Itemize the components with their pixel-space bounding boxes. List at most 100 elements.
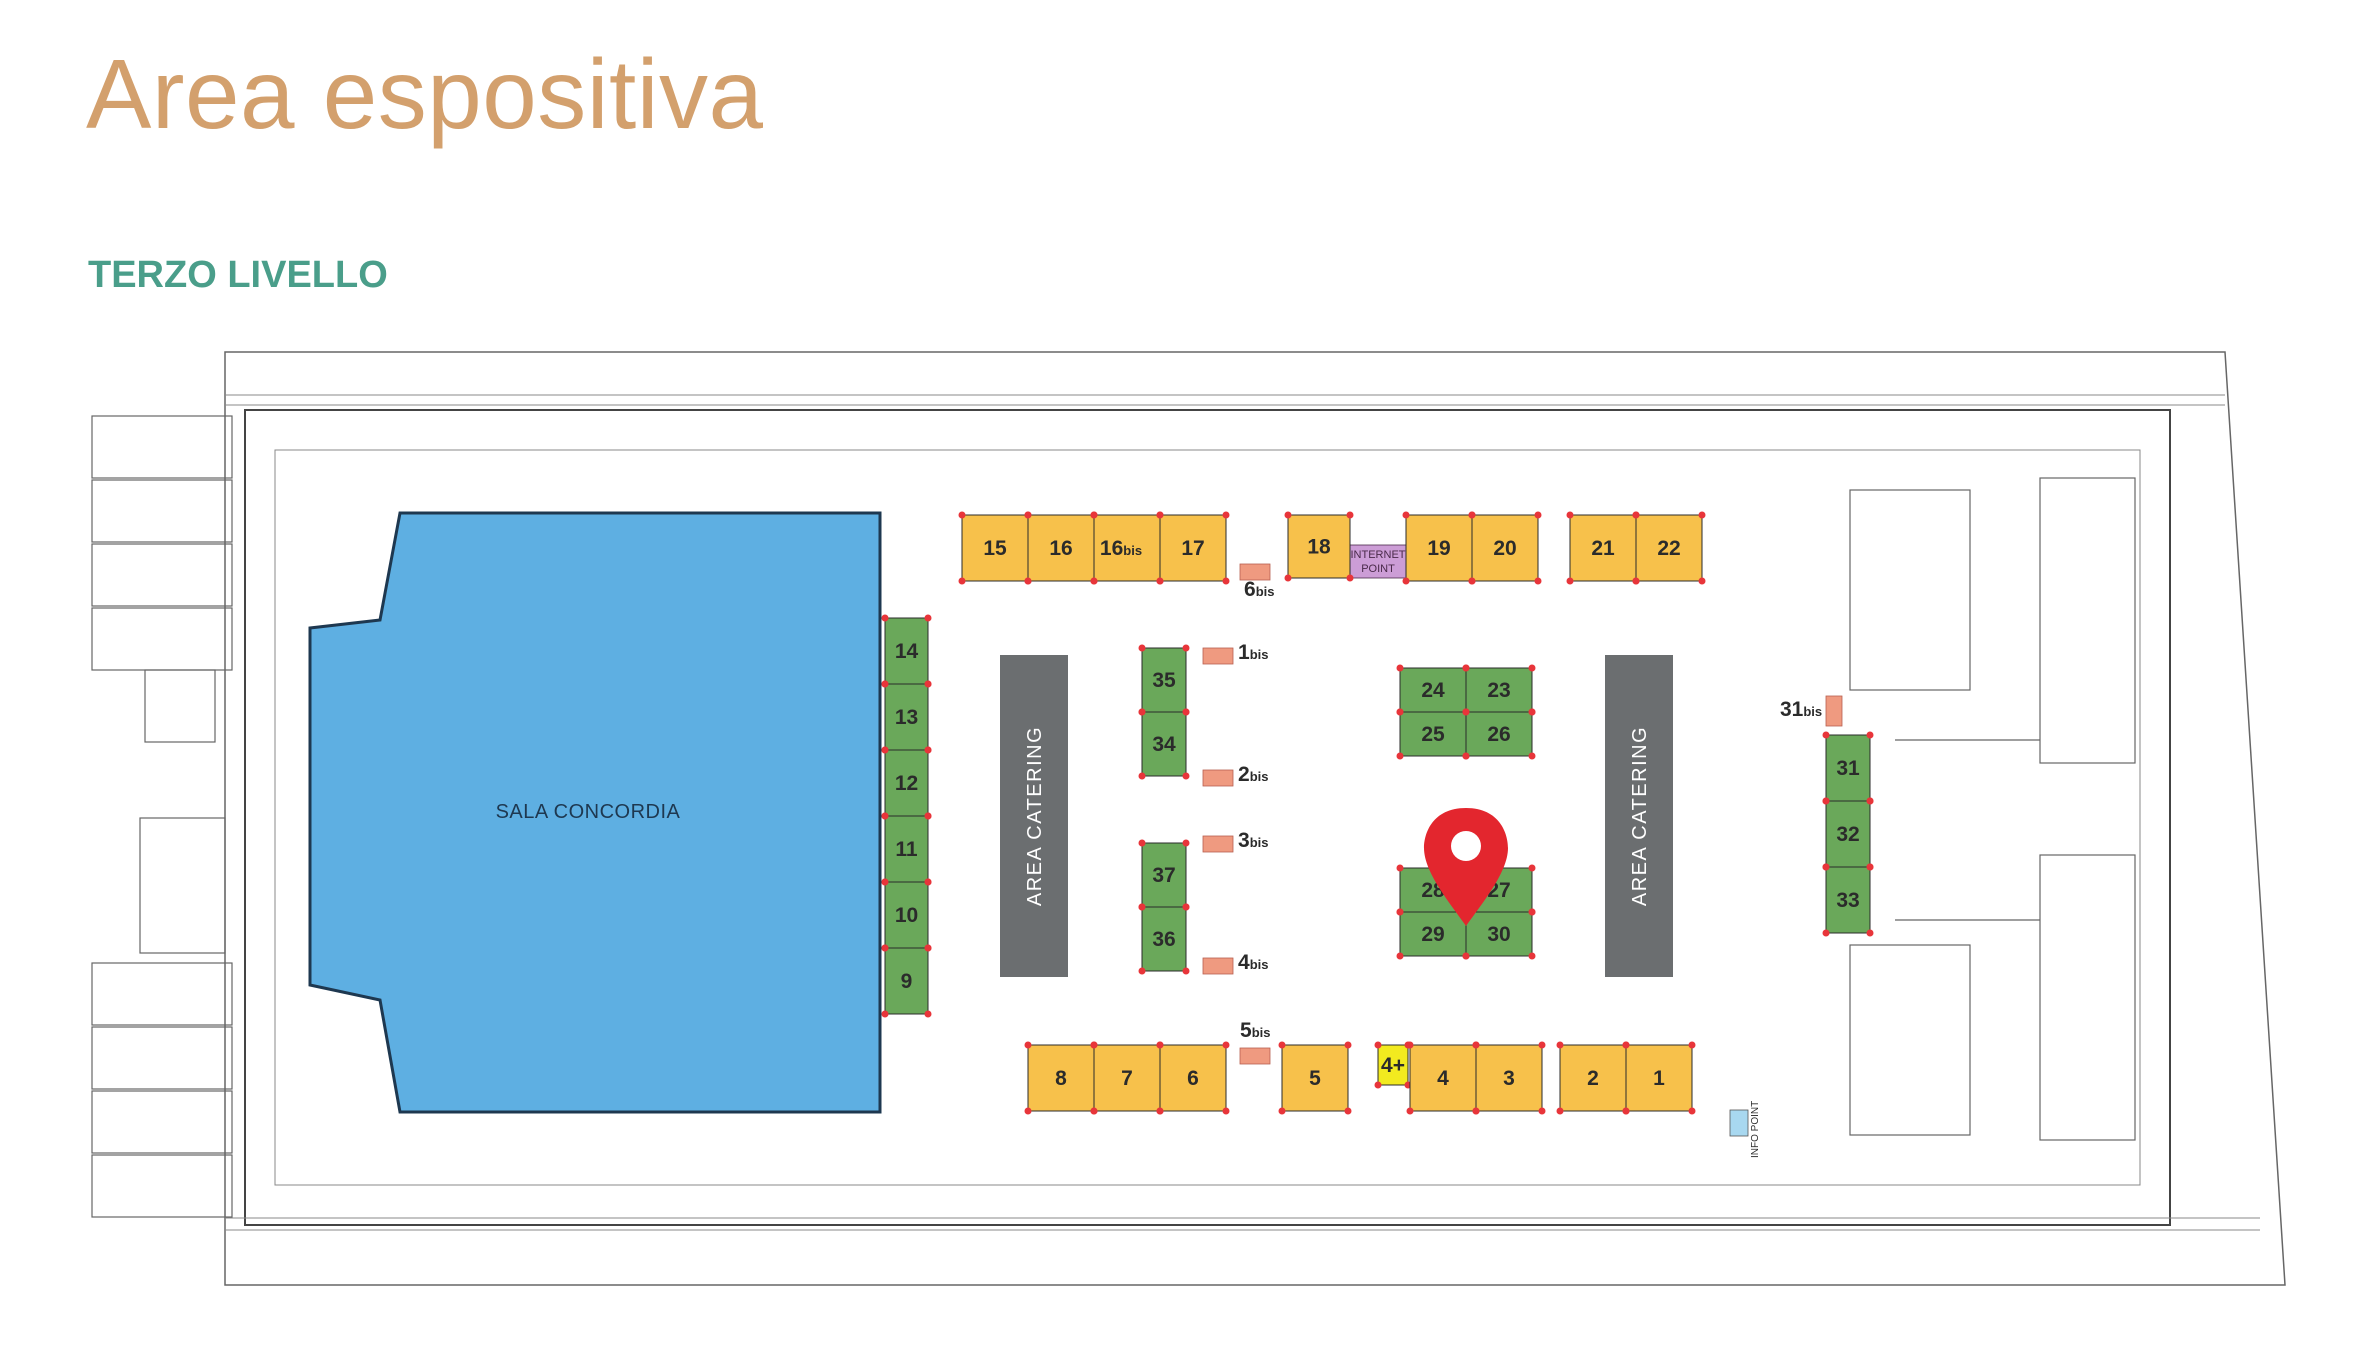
booth-15[interactable]: [961, 514, 1029, 582]
booth-35[interactable]: [1141, 647, 1187, 713]
booth-corner-dot: [1622, 1041, 1630, 1049]
bis-spot-4[interactable]: [1202, 957, 1234, 975]
booth-corner-dot: [1566, 511, 1574, 519]
building-structure: [91, 351, 2286, 1286]
booth-corner-dot: [1622, 1107, 1630, 1115]
booth-22[interactable]: [1635, 514, 1703, 582]
booth-corner-dot: [1538, 1041, 1546, 1049]
booth-corner-dot: [924, 680, 932, 688]
internet-point[interactable]: [1349, 544, 1407, 579]
bis-spot-label: 4bis: [1238, 951, 1268, 974]
booth-corner-dot: [1156, 511, 1164, 519]
booth-corner-dot: [1346, 511, 1354, 519]
booth-label: 19: [1427, 537, 1450, 560]
booth-corner-dot: [1528, 952, 1536, 960]
booth-32[interactable]: [1825, 800, 1871, 868]
bis-spot-31[interactable]: [1825, 695, 1843, 727]
booth-1[interactable]: [1625, 1044, 1693, 1112]
booth-12[interactable]: [884, 749, 929, 817]
booth-label: 2: [1587, 1067, 1599, 1090]
booth-label: 25: [1421, 723, 1445, 746]
booth-corner-dot: [1182, 772, 1190, 780]
booth-corner-dot: [924, 944, 932, 952]
booth-corner-dot: [1396, 708, 1404, 716]
booth-20[interactable]: [1471, 514, 1539, 582]
booth-corner-dot: [1156, 1107, 1164, 1115]
booth-13[interactable]: [884, 683, 929, 751]
booth-corner-dot: [881, 680, 889, 688]
booth-label: 20: [1493, 537, 1516, 560]
booth-3[interactable]: [1475, 1044, 1543, 1112]
booth-10[interactable]: [884, 881, 929, 949]
booth-label: 32: [1836, 823, 1859, 846]
booth-label: 16bis: [1100, 537, 1142, 560]
booth-31[interactable]: [1825, 734, 1871, 802]
booth-label: 5: [1309, 1067, 1321, 1090]
booth-label: 7: [1121, 1067, 1133, 1090]
booth-corner-dot: [1396, 864, 1404, 872]
booth-33[interactable]: [1825, 866, 1871, 934]
booth-corner-dot: [1822, 731, 1830, 739]
info-point[interactable]: [1729, 1109, 1749, 1137]
booth-corner-dot: [1156, 577, 1164, 585]
bis-spot-2[interactable]: [1202, 769, 1234, 787]
booth-11[interactable]: [884, 815, 929, 883]
booth-corner-dot: [1528, 664, 1536, 672]
booth-label: 4+: [1381, 1054, 1405, 1077]
bis-spot-1[interactable]: [1202, 647, 1234, 665]
booth-18[interactable]: [1287, 514, 1351, 579]
booth-26[interactable]: [1465, 711, 1533, 757]
booth-34[interactable]: [1141, 711, 1187, 777]
booth-21[interactable]: [1569, 514, 1637, 582]
booth-16-bis[interactable]: [1093, 514, 1161, 582]
booth-9[interactable]: [884, 947, 929, 1015]
booth-5[interactable]: [1281, 1044, 1349, 1112]
booth-29[interactable]: [1399, 911, 1467, 957]
booth-corner-dot: [924, 746, 932, 754]
booth-corner-dot: [1138, 903, 1146, 911]
booth-corner-dot: [1566, 577, 1574, 585]
booth-37[interactable]: [1141, 842, 1187, 908]
catering-left-label: AREA CATERING: [1024, 726, 1046, 906]
bis-spot-label: 6bis: [1244, 578, 1274, 601]
booth-25[interactable]: [1399, 711, 1467, 757]
booth-label: 29: [1421, 923, 1444, 946]
bis-spot-3[interactable]: [1202, 835, 1234, 853]
booth-corner-dot: [1182, 839, 1190, 847]
booth-corner-dot: [1866, 731, 1874, 739]
booth-19[interactable]: [1405, 514, 1473, 582]
booth-corner-dot: [881, 614, 889, 622]
booth-corner-dot: [881, 1010, 889, 1018]
bis-spot-5[interactable]: [1239, 1047, 1271, 1065]
booth-24[interactable]: [1399, 667, 1467, 713]
booth-30[interactable]: [1465, 911, 1533, 957]
bis-spot-label: 31bis: [1780, 698, 1822, 721]
booth-corner-dot: [924, 1010, 932, 1018]
booth-36[interactable]: [1141, 906, 1187, 972]
booth-corner-dot: [1866, 929, 1874, 937]
booth-16[interactable]: [1027, 514, 1095, 582]
booth-label: 36: [1152, 928, 1175, 951]
booth-corner-dot: [1396, 952, 1404, 960]
booth-corner-dot: [1344, 1041, 1352, 1049]
booth-corner-dot: [1528, 908, 1536, 916]
hall-concordia[interactable]: [308, 511, 882, 1114]
catering-left: [1000, 655, 1068, 977]
bis-spot-6[interactable]: [1239, 563, 1271, 581]
booth-corner-dot: [1024, 1107, 1032, 1115]
level-title: TERZO LIVELLO: [88, 254, 388, 296]
booth-label: 26: [1487, 723, 1510, 746]
booth-corner-dot: [1822, 863, 1830, 871]
booth-label: 21: [1591, 537, 1615, 560]
catering-right-label: AREA CATERING: [1629, 726, 1651, 906]
booth-label: 22: [1657, 537, 1680, 560]
booth-corner-dot: [1472, 1107, 1480, 1115]
booth-4[interactable]: [1409, 1044, 1477, 1112]
booth-14[interactable]: [884, 617, 929, 685]
bis-spot-label: 3bis: [1238, 829, 1268, 852]
booth-label: 11: [895, 838, 918, 861]
booth-corner-dot: [1822, 797, 1830, 805]
booth-17[interactable]: [1159, 514, 1227, 582]
booth-4plus[interactable]: [1377, 1044, 1409, 1086]
booth-6[interactable]: [1159, 1044, 1227, 1112]
